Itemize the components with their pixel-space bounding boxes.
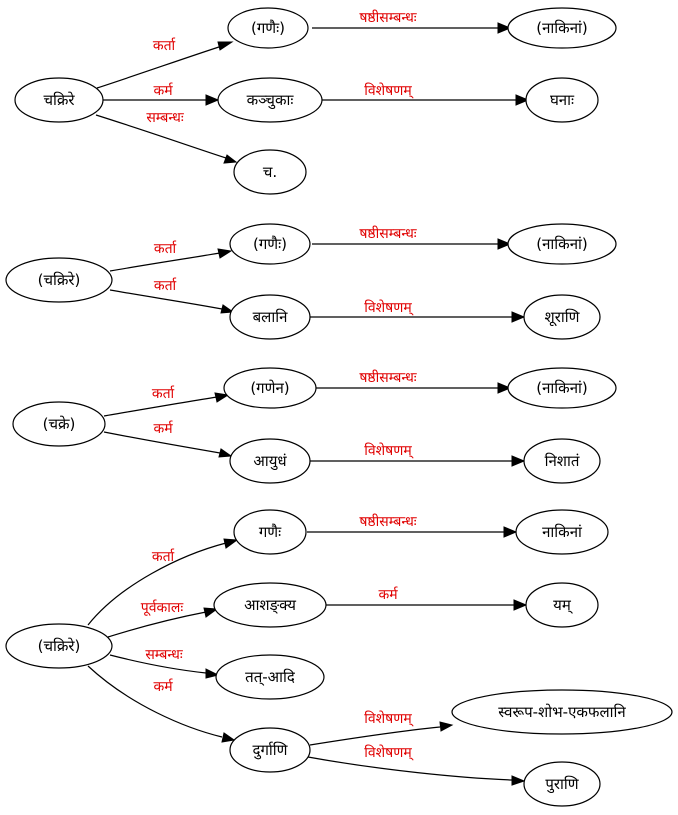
node-g4-yam: यम् — [525, 582, 599, 628]
edge-label: कर्ता — [154, 277, 177, 294]
graph-3: कर्ता षष्ठीसम्बन्धः कर्म विशेषणम् (चक्रे… — [12, 367, 617, 484]
edge-g2-balani-shurani: विशेषणम् — [310, 299, 526, 323]
edge-label: विशेषणम् — [364, 710, 414, 727]
svg-text:(चक्रिरे): (चक्रिरे) — [38, 637, 81, 655]
node-g1-kanchukah: कञ्चुकाः — [217, 77, 323, 123]
node-g1-ghanah: घनाः — [525, 77, 599, 123]
node-g4-root: (चक्रिरे) — [5, 623, 113, 669]
svg-text:(नाकिनां): (नाकिनां) — [536, 19, 588, 37]
node-g4-nakinam: नाकिनां — [515, 509, 609, 555]
edge-g1-root-kanchukah: कर्म — [103, 82, 220, 106]
edge-g3-ganena-nakinam: षष्ठीसम्बन्धः — [316, 369, 512, 394]
node-g4-purani: पुराणि — [523, 761, 601, 807]
svg-text:बलानि: बलानि — [253, 308, 289, 326]
svg-text:निशातं: निशातं — [545, 452, 580, 470]
edge-label: कर्म — [153, 82, 173, 99]
edge-g3-root-ganena: कर्ता — [103, 385, 230, 417]
edge-g1-root-ganaih: कर्ता — [96, 37, 234, 89]
edge-g2-ganaih-nakinam: षष्ठीसम्बन्धः — [312, 225, 512, 250]
node-g2-ganaih: (गणैः) — [229, 223, 311, 265]
node-g4-durgani: दुर्गाणि — [229, 727, 311, 773]
edge-label: षष्ठीसम्बन्धः — [359, 225, 417, 242]
edge-label: विशेषणम् — [364, 299, 414, 316]
svg-text:(गणैः): (गणैः) — [251, 19, 285, 37]
svg-text:(चक्रे): (चक्रे) — [43, 415, 76, 433]
edge-label: षष्ठीसम्बन्धः — [359, 369, 417, 386]
svg-text:(गणैः): (गणैः) — [253, 235, 287, 253]
node-g1-root: चक्रिरे — [14, 77, 104, 123]
edge-label: कर्ता — [154, 240, 177, 257]
node-g1-ganaih: (गणैः) — [227, 7, 309, 49]
svg-text:आयुधं: आयुधं — [253, 452, 287, 471]
edge-label: कर्म — [378, 586, 398, 603]
edge-g4-durgani-svarupa: विशेषणम् — [309, 710, 454, 746]
edge-g3-ayudham-nishatam: विशेषणम् — [310, 442, 526, 467]
svg-text:(नाकिनां): (नाकिनां) — [536, 379, 588, 397]
edge-g4-root-durgani: कर्म — [87, 665, 236, 743]
edge-g4-root-ganaih: कर्ता — [87, 538, 239, 626]
node-g4-ashankya: आशङ्क्य — [213, 582, 327, 628]
svg-text:कञ्चुकाः: कञ्चुकाः — [247, 91, 295, 110]
svg-text:आशङ्क्य: आशङ्क्य — [244, 596, 296, 614]
node-g2-shurani: शूराणि — [523, 294, 601, 340]
edge-label: कर्ता — [153, 37, 176, 54]
svg-text:पुराणि: पुराणि — [545, 775, 579, 794]
edge-g4-ashankya-yam: कर्म — [326, 586, 528, 611]
edge-g4-ganaih-nakinam: षष्ठीसम्बन्धः — [307, 513, 518, 538]
svg-text:घनाः: घनाः — [550, 91, 575, 109]
edge-g4-durgani-purani: विशेषणम् — [307, 744, 526, 786]
svg-text:स्वरूप-शोभ-एकफलानि: स्वरूप-शोभ-एकफलानि — [498, 703, 626, 721]
svg-text:च.: च. — [263, 163, 277, 181]
node-g3-nishatam: निशातं — [523, 438, 601, 484]
svg-text:यम्: यम् — [553, 596, 573, 614]
svg-text:(चक्रिरे): (चक्रिरे) — [38, 271, 81, 289]
svg-text:(नाकिनां): (नाकिनां) — [536, 235, 588, 253]
edge-label: पूर्वकालः — [141, 599, 185, 616]
edge-label: कर्म — [153, 420, 173, 437]
node-g2-root: (चक्रिरे) — [5, 257, 113, 303]
svg-text:तत्-आदि: तत्-आदि — [245, 668, 296, 686]
svg-text:शूराणि: शूराणि — [545, 308, 581, 327]
graph-2: कर्ता षष्ठीसम्बन्धः कर्ता विशेषणम् (चक्र… — [5, 223, 617, 340]
svg-text:गणैः: गणैः — [259, 523, 282, 541]
edge-g1-ganaih-nakinam: षष्ठीसम्बन्धः — [312, 9, 512, 34]
edge-label: कर्ता — [152, 385, 175, 402]
node-g2-nakinam: (नाकिनां) — [507, 223, 617, 265]
svg-text:चक्रिरे: चक्रिरे — [43, 91, 75, 109]
node-g3-root: (चक्रे) — [12, 401, 106, 447]
svg-text:नाकिनां: नाकिनां — [542, 523, 583, 541]
edge-label: विशेषणम् — [364, 442, 414, 459]
edge-g1-kanchukah-ghanah: विशेषणम् — [322, 82, 530, 106]
edge-g4-root-ashankya: पूर्वकालः — [107, 599, 219, 638]
node-g3-nakinam: (नाकिनां) — [507, 367, 617, 409]
node-g4-svarupa: स्वरूप-शोभ-एकफलानि — [451, 689, 673, 735]
edge-label: विशेषणम् — [364, 82, 414, 99]
edge-g2-root-ganaih: कर्ता — [109, 240, 233, 272]
node-g4-tatadi: तत्-आदि — [215, 654, 325, 700]
node-g1-cha: च. — [233, 149, 307, 195]
edge-g2-root-balani: कर्ता — [109, 277, 235, 314]
edge-label: कर्ता — [152, 548, 175, 565]
edge-label: सम्बन्धः — [145, 647, 183, 663]
node-g2-balani: बलानि — [229, 294, 311, 340]
node-g3-ganena: (गणेन) — [223, 367, 317, 409]
graph-4: कर्ता षष्ठीसम्बन्धः पूर्वकालः कर्म सम्बन… — [5, 509, 673, 807]
edge-g1-root-cha: सम्बन्धः — [95, 110, 238, 164]
node-g3-ayudham: आयुधं — [229, 438, 311, 484]
edge-label: षष्ठीसम्बन्धः — [359, 9, 417, 26]
edge-label: षष्ठीसम्बन्धः — [359, 513, 417, 530]
edge-label: विशेषणम् — [364, 744, 414, 761]
graph-1: कर्ता षष्ठीसम्बन्धः कर्म विशेषणम् सम्बन्… — [14, 7, 617, 195]
edge-label: सम्बन्धः — [146, 110, 184, 126]
edge-label: कर्म — [153, 678, 173, 695]
svg-text:(गणेन): (गणेन) — [250, 379, 289, 397]
node-g4-ganaih: गणैः — [233, 509, 307, 555]
edge-g3-root-ayudham: कर्म — [103, 420, 233, 458]
edge-g4-root-tatadi: सम्बन्धः — [109, 647, 220, 679]
svg-text:दुर्गाणि: दुर्गाणि — [252, 741, 288, 760]
node-g1-nakinam: (नाकिनां) — [507, 7, 617, 49]
